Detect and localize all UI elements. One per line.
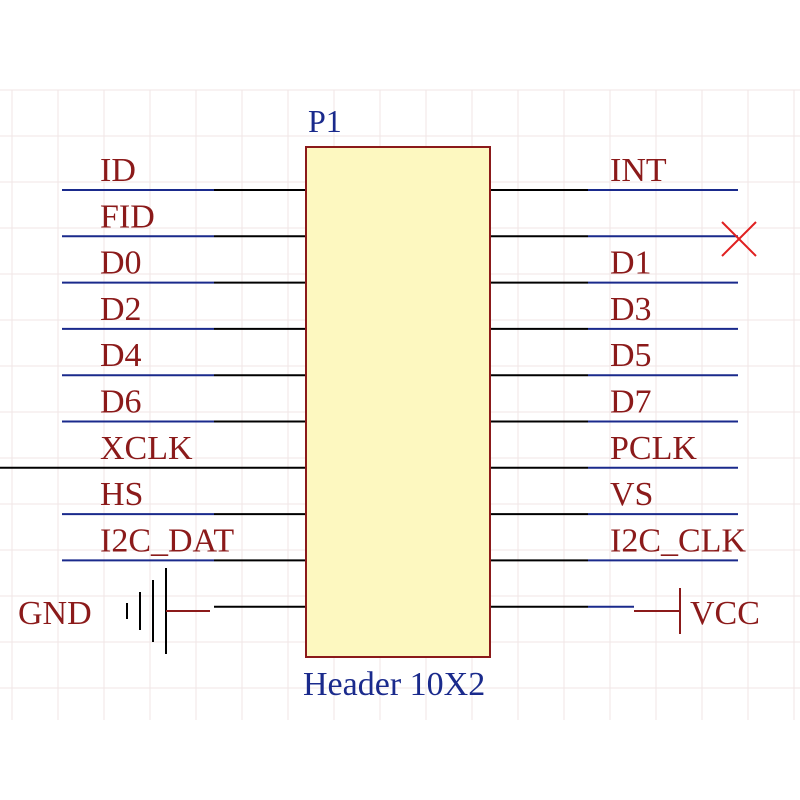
pin-8[interactable]: XCLK8 — [0, 430, 368, 486]
ground-label: GND — [18, 595, 92, 632]
ground-symbol[interactable]: GND — [18, 568, 210, 654]
component-designator: P1 — [308, 103, 342, 139]
component-body[interactable] — [305, 146, 491, 658]
net-label-d1: D1 — [610, 245, 652, 282]
net-label-d3: D3 — [610, 291, 652, 328]
vcc-label: VCC — [690, 595, 760, 632]
net-label-pclk: PCLK — [610, 430, 697, 467]
net-label-xclk: XCLK — [100, 430, 193, 467]
net-label-vs: VS — [610, 476, 653, 513]
no-connect-stroke-2 — [721, 221, 757, 257]
net-label-id: ID — [100, 152, 136, 189]
net-label-i2c-clk: I2C_CLK — [610, 522, 746, 559]
net-label-i2c-dat: I2C_DAT — [100, 522, 234, 559]
net-label-d2: D2 — [100, 291, 142, 328]
pin-4[interactable]: I2C_DAT4 — [62, 522, 368, 578]
component-comment: Header 10X2 — [303, 666, 485, 703]
vcc-symbol[interactable]: VCC — [634, 588, 760, 634]
net-label-int: INT — [610, 152, 667, 189]
no-connect-marker[interactable] — [721, 221, 757, 257]
net-label-fid: FID — [100, 198, 155, 235]
net-label-d5: D5 — [610, 337, 652, 374]
net-label-d7: D7 — [610, 384, 652, 421]
net-label-d4: D4 — [100, 337, 142, 374]
net-label-d6: D6 — [100, 384, 142, 421]
net-label-d0: D0 — [100, 245, 142, 282]
net-label-hs: HS — [100, 476, 143, 513]
